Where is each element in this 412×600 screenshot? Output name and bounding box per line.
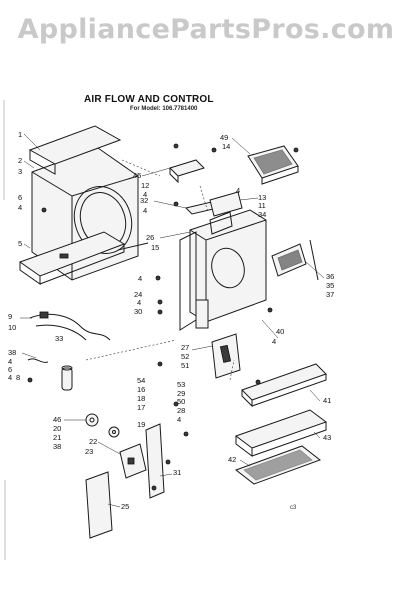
callout-c-2: 2: [18, 156, 22, 165]
callout-c-50: 50: [177, 397, 185, 406]
callout-c-4b: 4: [143, 190, 147, 199]
control-arm-part: [185, 191, 243, 217]
assembly-lines: [85, 159, 235, 381]
callout-c-27: 27: [181, 343, 189, 352]
callout-c-4a: 4: [18, 203, 22, 212]
rod-part: [117, 242, 149, 251]
callout-c-45: 45: [133, 171, 141, 180]
callout-c-53: 53: [177, 380, 185, 389]
callout-c-51: 51: [181, 361, 189, 370]
callout-c-13: 13: [258, 193, 266, 202]
callout-c-4c: 4: [143, 206, 147, 215]
callout-c-12: 12: [141, 181, 149, 190]
callout-c-11: 11: [258, 201, 266, 210]
callout-c-37: 37: [326, 290, 334, 299]
diagram-subtitle: For Model: 106.7781400: [130, 106, 198, 112]
leader-lines: [20, 133, 325, 508]
callout-c-1: 1: [18, 130, 22, 139]
callout-c-34: 34: [258, 210, 266, 219]
callout-c-36: 36: [326, 272, 334, 281]
footer-code: c3: [290, 505, 297, 511]
callout-c-38a: 38: [8, 348, 16, 357]
callout-c-19: 19: [137, 420, 145, 429]
callout-c-21: 21: [53, 433, 61, 442]
louvre-assembly-part: [271, 239, 319, 281]
callout-c-15: 15: [151, 243, 159, 252]
callout-c-22: 22: [89, 437, 97, 446]
callout-c-54: 54: [137, 376, 145, 385]
callout-c-4j: 4: [177, 415, 181, 424]
callout-c-32: 32: [140, 196, 148, 205]
callout-c-4h: 4: [8, 373, 12, 382]
panel-bar-part: [241, 363, 327, 408]
callout-c-26: 26: [146, 233, 154, 242]
callout-c-46: 46: [53, 415, 61, 424]
callout-c-20: 20: [53, 424, 61, 433]
callout-c-35: 35: [326, 281, 334, 290]
callout-c-40: 40: [276, 327, 284, 336]
mesh-filter-part: [234, 445, 322, 485]
callout-c-52: 52: [181, 352, 189, 361]
callout-c-25: 25: [121, 502, 129, 511]
callout-c-23: 23: [85, 447, 93, 456]
diagram-title: AIR FLOW AND CONTROL: [84, 94, 214, 105]
wire-part: [27, 358, 49, 363]
control-panel-part: [211, 333, 241, 379]
callout-c-14: 14: [222, 142, 230, 151]
callout-c-18: 18: [137, 394, 145, 403]
callout-c-4d: 4: [138, 274, 142, 283]
wire-harness-part: [29, 311, 111, 341]
callout-c-4f: 4: [236, 186, 240, 195]
callout-c-42: 42: [228, 455, 236, 464]
bracket-part: [169, 159, 205, 184]
callout-c-3: 3: [18, 167, 22, 176]
callout-c-43: 43: [323, 433, 331, 442]
callout-c-4i: 4: [272, 337, 276, 346]
callout-c-6: 6: [18, 193, 22, 202]
callout-c-16: 16: [137, 385, 145, 394]
blower-housing-part: [179, 209, 267, 331]
vent-grille-part: [247, 145, 299, 185]
callout-c-10: 10: [8, 323, 16, 332]
callout-c-29: 29: [177, 389, 185, 398]
base-tray-part: [18, 231, 126, 285]
filter-frame-part: [234, 409, 328, 457]
switch-block-part: [119, 443, 147, 479]
capacitor-part: [61, 365, 73, 391]
callout-c-17: 17: [137, 403, 145, 412]
front-frame-part: [28, 125, 139, 281]
callout-c-33: 33: [55, 334, 63, 343]
callout-c-9: 9: [8, 312, 12, 321]
callout-c-4g: 4: [8, 357, 12, 366]
knob-gear-part: [85, 413, 120, 438]
callout-c-30: 30: [134, 307, 142, 316]
callout-c-28: 28: [177, 406, 185, 415]
callout-c-5: 5: [18, 239, 22, 248]
callout-c-41: 41: [323, 396, 331, 405]
callout-c-6b: 6: [8, 365, 12, 374]
callout-labels: 1236454512432426154244304914413113436353…: [8, 130, 334, 511]
callout-c-24: 24: [134, 290, 142, 299]
callout-c-31: 31: [173, 468, 181, 477]
callout-c-8: 8: [16, 373, 20, 382]
callout-c-4e: 4: [137, 298, 141, 307]
callout-c-38b: 38: [53, 442, 61, 451]
cover-plate-part: [85, 471, 113, 539]
fastener-screws: [27, 143, 299, 491]
mount-bracket-part: [145, 423, 165, 499]
watermark-logo: AppliancePartsPros.com: [17, 14, 395, 45]
callout-c-49: 49: [220, 133, 228, 142]
